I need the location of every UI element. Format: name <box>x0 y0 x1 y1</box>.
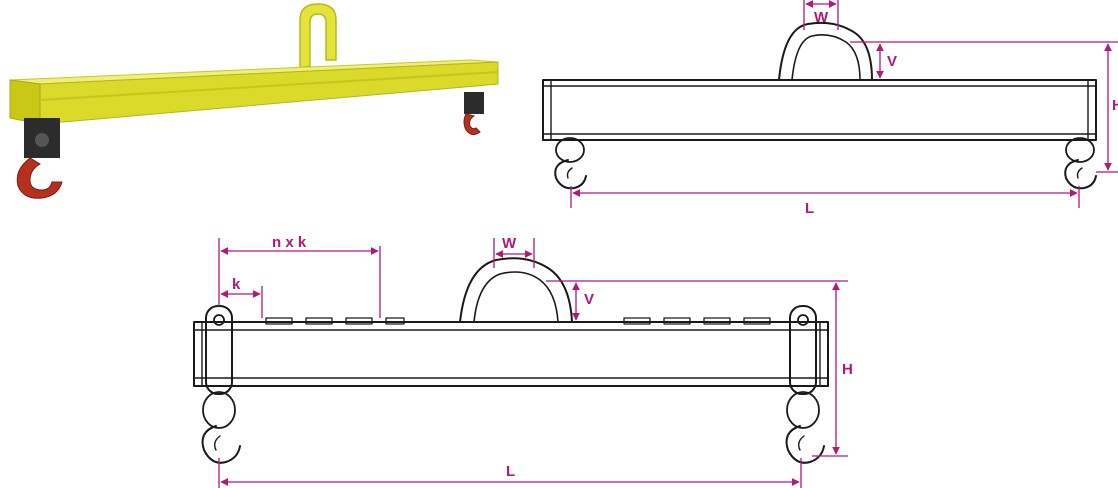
top-right-hook <box>1064 137 1097 190</box>
top-left-hook <box>554 137 587 190</box>
top-dimensions: W V H L <box>570 0 1118 217</box>
top-dim-l-label: L <box>805 200 814 217</box>
lifting-beam-photo <box>9 3 499 199</box>
bottom-dimensions: n x k k W V H L <box>218 234 853 488</box>
bottom-dim-k-label: k <box>232 276 241 293</box>
bottom-dim-w-label: W <box>502 235 517 252</box>
bottom-beam-drawing <box>193 257 829 464</box>
top-dim-v-label: V <box>887 53 897 70</box>
bottom-dim-nxk-label: n x k <box>272 234 307 251</box>
top-dim-w-label: W <box>814 9 829 26</box>
top-beam-drawing <box>542 21 1097 190</box>
top-dim-h-label: H <box>1112 97 1118 114</box>
bottom-dim-l-label: L <box>506 463 515 480</box>
bottom-dim-v-label: V <box>584 291 594 308</box>
bottom-dim-h-label: H <box>842 361 853 378</box>
